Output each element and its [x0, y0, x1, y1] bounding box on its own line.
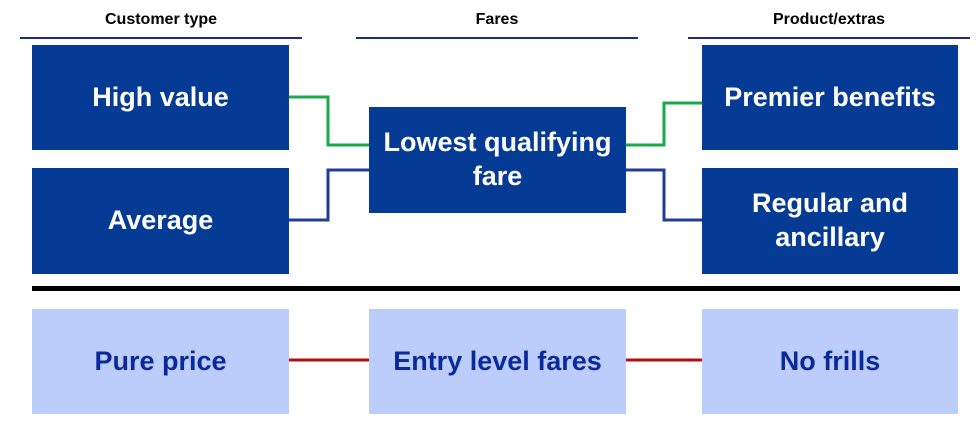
header-customer-type: Customer type: [104, 11, 218, 28]
connector-lowest-fare-to-regular: [626, 168, 702, 222]
box-regular-and-ancillary: Regular and ancillary: [702, 168, 958, 274]
header-product-extras: Product/extras: [772, 11, 886, 28]
connector-average-to-lowest-fare: [289, 168, 369, 222]
connector-high-value-to-lowest-fare: [289, 95, 369, 147]
box-average: Average: [32, 168, 289, 274]
box-lowest-qualifying-fare: Lowest qualifying fare: [369, 107, 626, 213]
box-premier-benefits: Premier benefits: [702, 45, 958, 150]
header-customer-type-underline: [20, 37, 302, 39]
section-divider: [32, 286, 960, 291]
box-no-frills: No frills: [702, 309, 958, 414]
box-entry-level-fares: Entry level fares: [369, 309, 626, 414]
header-fares: Fares: [475, 11, 519, 28]
box-high-value: High value: [32, 45, 289, 150]
header-product-extras-underline: [688, 37, 970, 39]
header-fares-underline: [356, 37, 638, 39]
connector-lowest-fare-to-premier-benefits: [626, 101, 702, 147]
box-pure-price: Pure price: [32, 309, 289, 414]
